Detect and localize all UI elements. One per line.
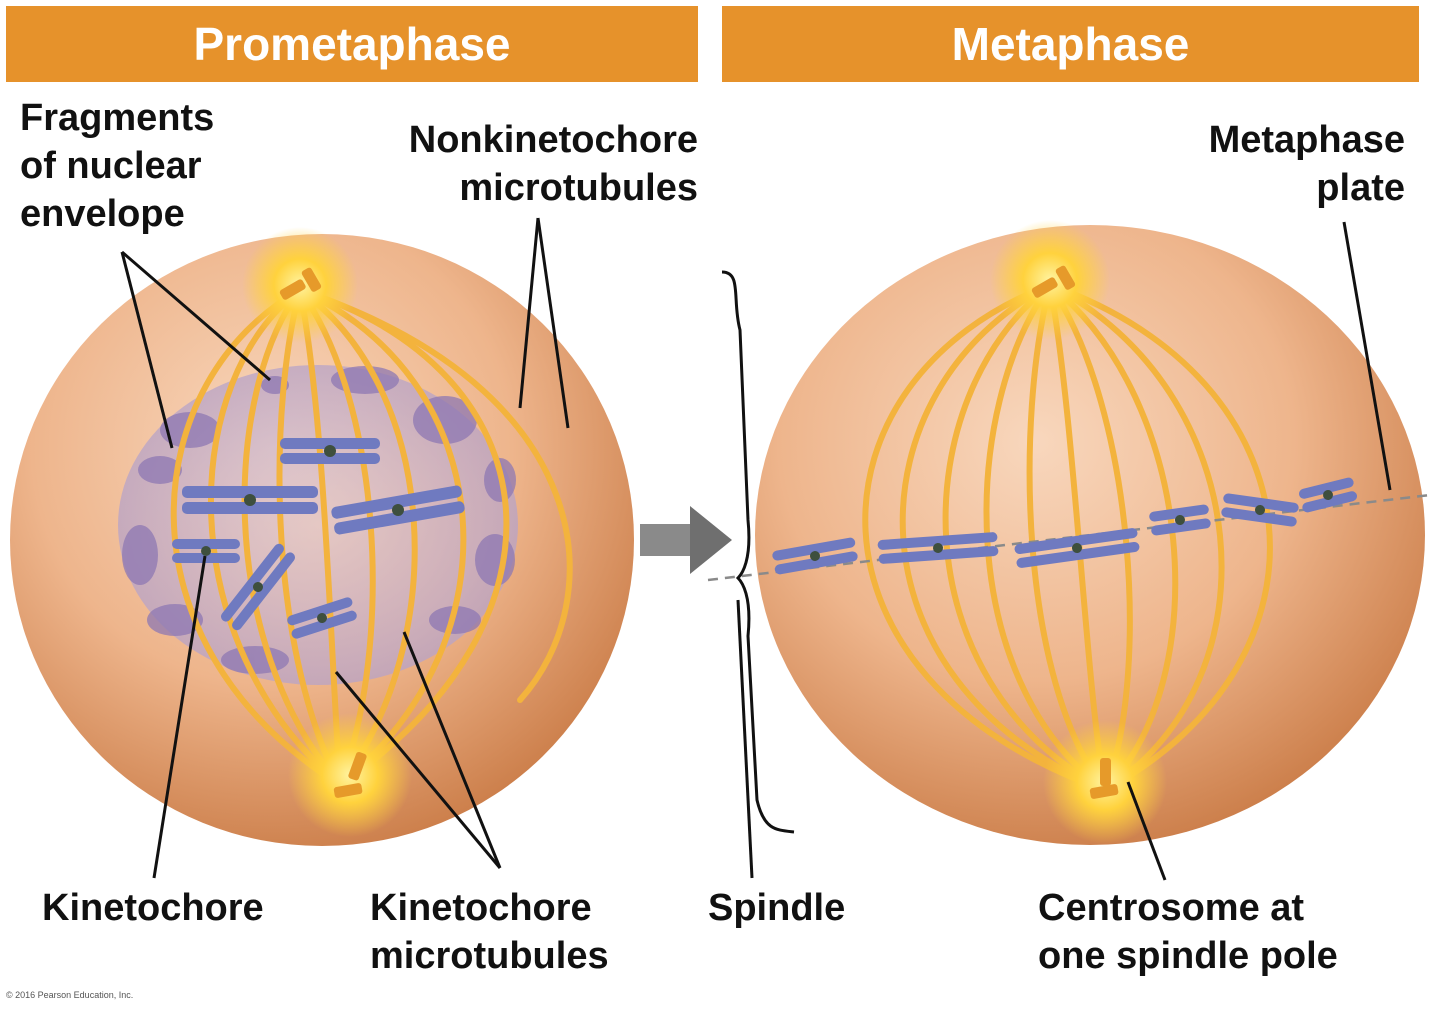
prometaphase-banner: Prometaphase xyxy=(6,6,698,82)
leader-nonkinetochore-1 xyxy=(518,217,540,409)
metaphase-cell xyxy=(707,220,1431,845)
centrosome-bottom-left xyxy=(288,713,412,837)
copyright-notice: © 2016 Pearson Education, Inc. xyxy=(6,990,134,1000)
leader-kinetochore-mt-1 xyxy=(334,671,502,869)
leader-spindle xyxy=(736,599,754,879)
leader-centrosome xyxy=(1126,781,1167,881)
leader-kinetochore-mt-2 xyxy=(402,631,502,869)
centrosome-top-right xyxy=(990,220,1110,340)
metaphase-banner: Metaphase xyxy=(722,6,1419,82)
label-metaphase-plate: Metaphase plate xyxy=(1208,119,1405,209)
centrosome-top-left xyxy=(242,227,358,343)
transition-arrow xyxy=(640,506,732,574)
label-fragments-of-nuclear-envelope: Fragments of nuclear envelope xyxy=(20,97,215,235)
label-centrosome-at-spindle-pole: Centrosome at one spindle pole xyxy=(1038,887,1338,977)
leader-fragments-2 xyxy=(121,250,271,382)
leader-lines xyxy=(120,217,1392,881)
label-spindle: Spindle xyxy=(708,887,846,929)
leader-nonkinetochore-2 xyxy=(536,217,570,429)
label-kinetochore: Kinetochore xyxy=(42,887,264,929)
leader-kinetochore xyxy=(152,555,207,879)
leader-metaphase-plate xyxy=(1342,221,1392,491)
metaphase-chromosomes xyxy=(772,477,1358,575)
label-nonkinetochore-microtubules: Nonkinetochore microtubules xyxy=(408,119,698,209)
centrosome-bottom-right xyxy=(1043,720,1167,844)
label-kinetochore-microtubules: Kinetochore microtubules xyxy=(370,887,609,977)
spindle-brace xyxy=(721,270,795,834)
prometaphase-chromosomes xyxy=(172,438,465,639)
prometaphase-cell xyxy=(10,227,634,846)
leader-fragments-1 xyxy=(120,251,174,449)
